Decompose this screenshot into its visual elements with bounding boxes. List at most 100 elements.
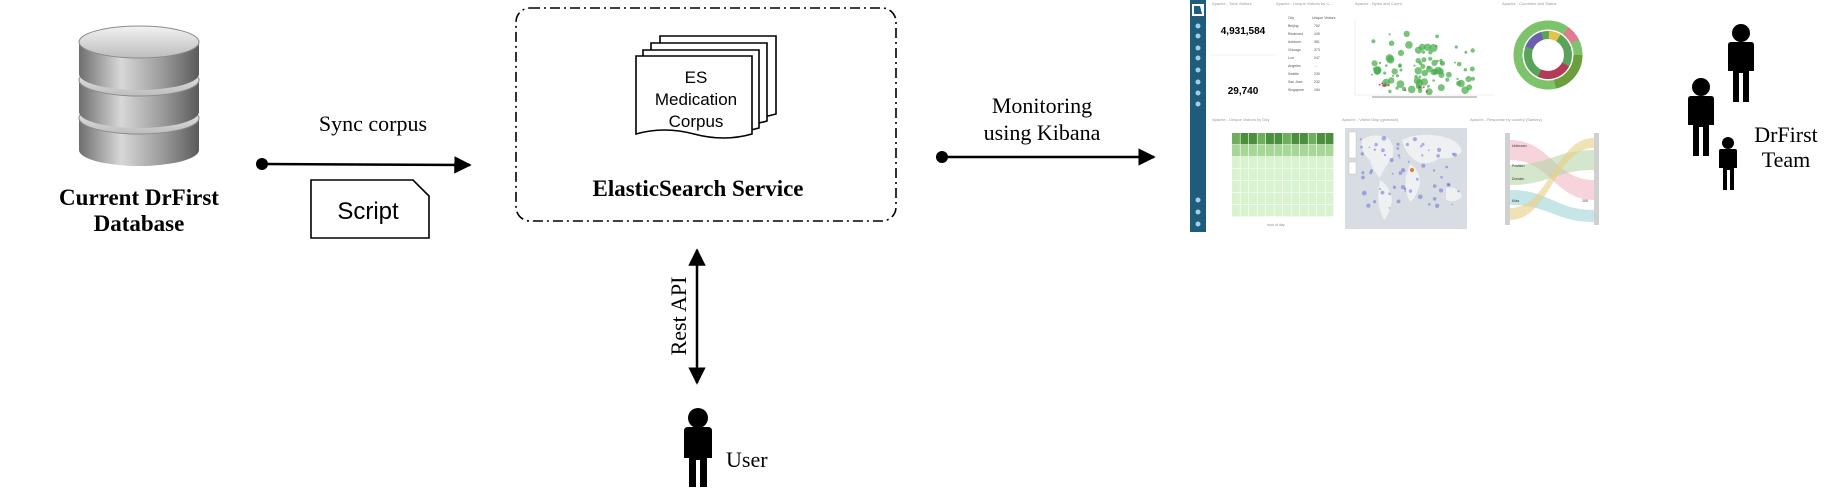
- kibana-scatter-point: [1383, 85, 1386, 88]
- kibana-scatter-point: [1385, 64, 1388, 67]
- kibana-map-dot: [1359, 138, 1362, 141]
- monitoring-label-line1: Monitoring: [992, 93, 1092, 118]
- kibana-map-dot: [1388, 207, 1391, 209]
- kibana-scatter-point: [1378, 83, 1381, 86]
- kibana-scatter-point: [1428, 56, 1433, 61]
- kibana-city-table: City Unique Visitors: [1288, 16, 1336, 20]
- kibana-map-dot: [1419, 145, 1423, 148]
- kibana-heatmap-cell: [1240, 145, 1249, 157]
- kibana-sankey-left-4: Miss: [1512, 199, 1519, 203]
- kibana-heatmap-cell: [1240, 157, 1249, 169]
- kibana-scatter-point: [1432, 79, 1435, 82]
- kibana-scatter-point: [1437, 84, 1445, 92]
- kibana-heatmap-cell: [1283, 133, 1291, 145]
- kibana-heatmap-cell: [1274, 181, 1283, 193]
- team-label-line2: Team: [1762, 147, 1811, 172]
- kibana-heatmap-cell: [1240, 181, 1249, 193]
- kibana-map-dots: [1359, 135, 1460, 209]
- kibana-scatter-point: [1427, 84, 1430, 88]
- kibana-scatter-point: [1426, 65, 1431, 70]
- kibana-scatter-point: [1414, 67, 1422, 75]
- kibana-map-dot: [1436, 154, 1440, 158]
- kibana-map-dot: [1370, 169, 1373, 173]
- kibana-scatter-point: [1470, 48, 1475, 53]
- kibana-map-dot: [1408, 189, 1413, 193]
- kibana-table-header-visitors: Unique Visitors: [1312, 16, 1336, 20]
- kibana-heatmap: [1232, 133, 1334, 217]
- kibana-scatter-point: [1371, 73, 1373, 76]
- kibana-map-dot: [1373, 200, 1377, 204]
- kibana-heatmap-cell: [1308, 157, 1317, 169]
- kibana-map-dot: [1389, 157, 1394, 163]
- kibana-table-header-city: City: [1288, 16, 1294, 20]
- kibana-map-dot: [1432, 184, 1437, 188]
- kibana-heatmap-cell: [1249, 193, 1257, 205]
- kibana-heatmap-cell: [1274, 169, 1283, 181]
- kibana-scatter-point: [1421, 50, 1426, 54]
- kibana-heatmap-cell: [1257, 133, 1266, 145]
- kibana-table-value-cell: ...: [1314, 64, 1317, 68]
- kibana-heatmap-cell: [1317, 181, 1325, 193]
- kibana-heatmap-cell: [1249, 145, 1257, 157]
- kibana-heatmap-cell: [1308, 193, 1317, 205]
- kibana-scatter-point: [1371, 60, 1378, 67]
- kibana-heatmap-cell: [1266, 133, 1274, 145]
- kibana-heatmap-cell: [1325, 193, 1334, 205]
- kibana-metric-total: 4,931,584: [1221, 26, 1266, 37]
- kibana-table-value-cell: 232: [1314, 80, 1320, 84]
- kibana-heatmap-cell: [1257, 205, 1266, 217]
- kibana-heatmap-cell: [1232, 205, 1240, 217]
- kibana-map-dot: [1445, 165, 1449, 169]
- kibana-heatmap-cell: [1274, 145, 1283, 157]
- kibana-scatter-point: [1454, 45, 1458, 49]
- kibana-bottom-title-2: Apache - Visitor Map (geohash): [1342, 117, 1399, 122]
- kibana-scatter-point: [1471, 76, 1475, 81]
- kibana-scatter-point: [1391, 68, 1398, 75]
- kibana-scatter-point: [1463, 68, 1468, 72]
- kibana-heatmap-cell: [1257, 157, 1266, 169]
- kibana-scatter-points: [1371, 30, 1475, 96]
- database-cylinder-icon: [78, 25, 200, 166]
- kibana-scatter-point: [1407, 85, 1416, 94]
- kibana-heatmap-cell: [1283, 145, 1291, 157]
- kibana-map-dot: [1360, 152, 1365, 156]
- kibana-heatmap-cell: [1283, 205, 1291, 217]
- script-box: Script: [310, 179, 430, 239]
- kibana-heatmap-cell: [1274, 133, 1283, 145]
- kibana-map-dot: [1415, 177, 1419, 181]
- kibana-map-dot: [1379, 188, 1382, 190]
- kibana-scatter-point: [1419, 86, 1421, 89]
- kibana-scatter-point: [1425, 90, 1428, 93]
- kibana-heatmap-cell: [1325, 133, 1334, 145]
- kibana-donut-chart: [1513, 20, 1583, 90]
- kibana-map-dot: [1432, 197, 1437, 201]
- kibana-heatmap-cell: [1232, 169, 1240, 181]
- kibana-map-dot: [1396, 142, 1400, 146]
- kibana-world-map: [1345, 128, 1467, 229]
- kibana-table-city-cell: Singapore: [1288, 88, 1304, 92]
- kibana-heatmap-cell: [1283, 157, 1291, 169]
- database-label-line2: Database: [94, 211, 185, 236]
- kibana-scatter-point: [1396, 80, 1405, 88]
- kibana-heatmap-cell: [1308, 133, 1317, 145]
- kibana-scatter-point: [1418, 75, 1422, 79]
- kibana-map-dot: [1421, 163, 1426, 168]
- kibana-scatter-point: [1417, 88, 1423, 94]
- database-label-line1: Current DrFirst: [59, 185, 219, 210]
- kibana-scatter-panel: [1354, 20, 1495, 98]
- kibana-panel-title-1: Apache - Total Visitors: [1212, 1, 1252, 6]
- kibana-scatter-point: [1388, 89, 1392, 94]
- kibana-scatter-point: [1456, 77, 1459, 81]
- kibana-table-city-cell: Redmond: [1288, 32, 1303, 36]
- kibana-scatter-point: [1413, 64, 1416, 67]
- kibana-heatmap-cell: [1249, 205, 1257, 217]
- kibana-sankey-right-1: 200: [1582, 199, 1588, 203]
- kibana-bottom-title-1: Apache - Unique Visitors by Day: [1212, 117, 1270, 122]
- kibana-scatter-point: [1372, 67, 1376, 70]
- kibana-scatter-point: [1425, 88, 1433, 96]
- kibana-scatter-point: [1446, 71, 1452, 78]
- kibana-table-value-cell: 247: [1314, 56, 1320, 60]
- kibana-heatmap-cell: [1283, 193, 1291, 205]
- kibana-map-dot: [1368, 146, 1371, 149]
